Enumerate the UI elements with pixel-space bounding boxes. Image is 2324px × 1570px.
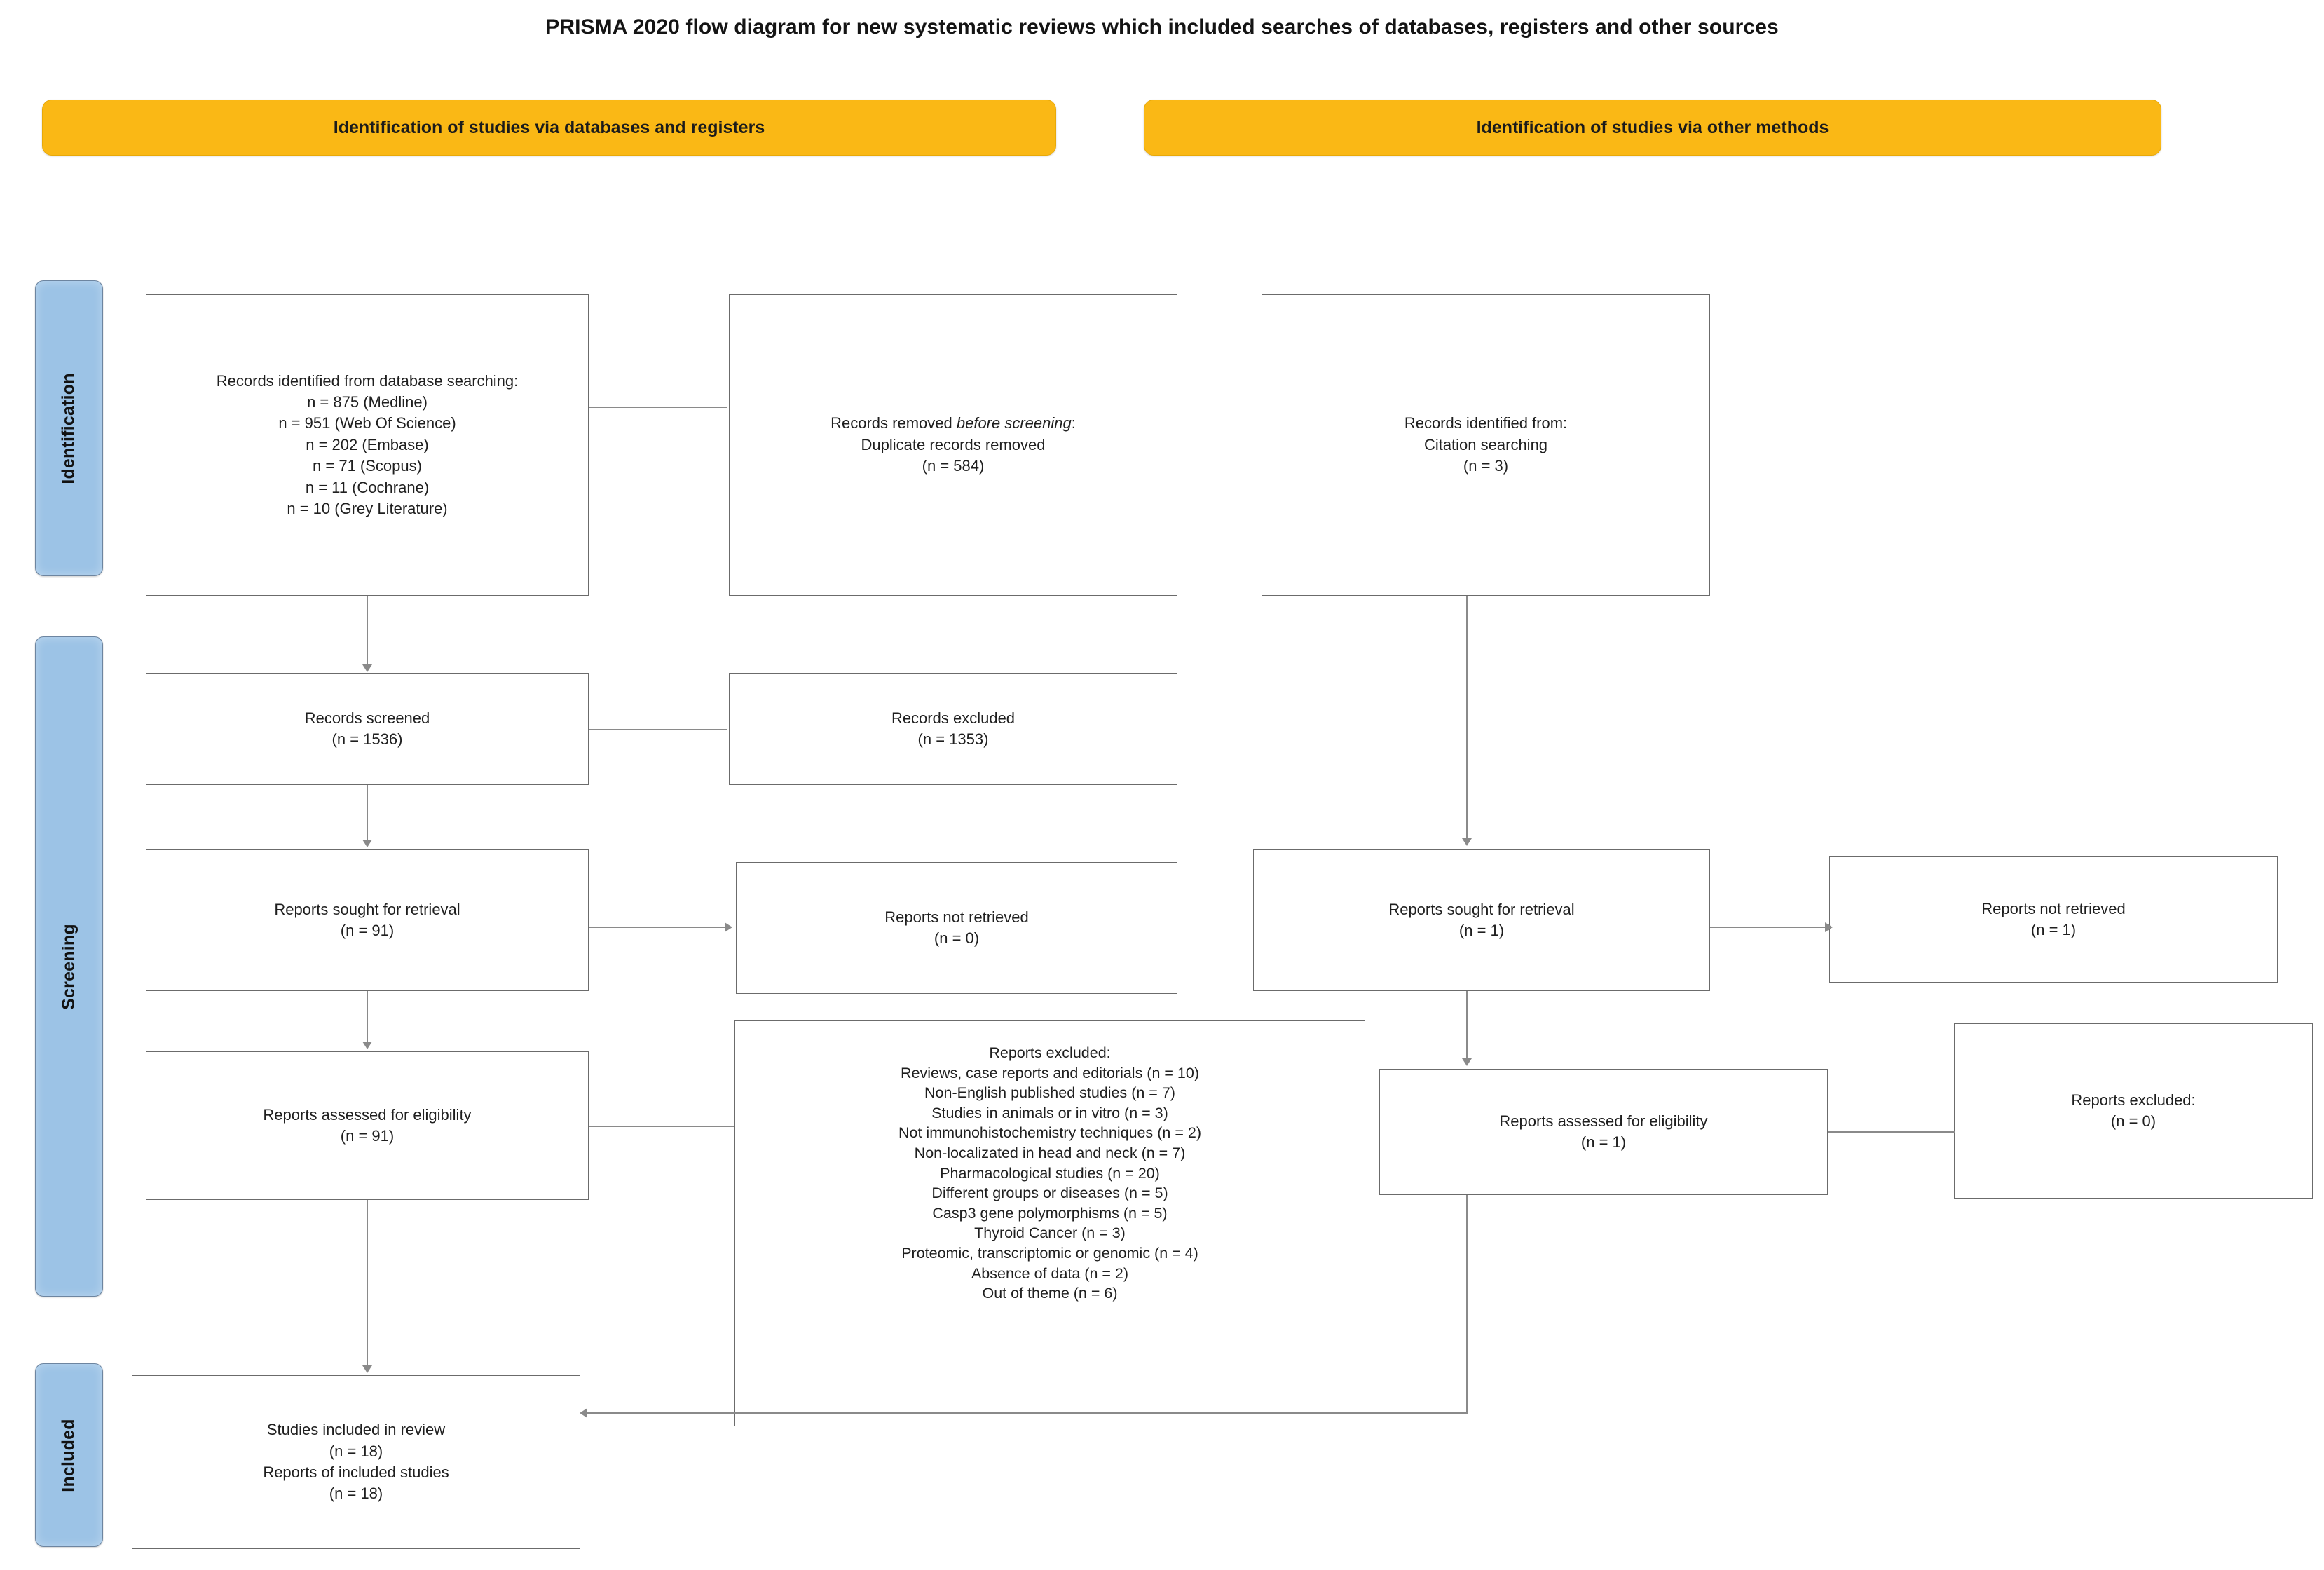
page-title: PRISMA 2020 flow diagram for new systema… [545, 15, 1779, 39]
connector-other-identified-to-sought [1466, 596, 1468, 840]
phase-included-text: Included [59, 1418, 79, 1492]
connector-other-assessed-elbow-horizontal [586, 1412, 1468, 1414]
arrowhead-other-assessed-to-included [580, 1408, 587, 1418]
banner-other-label: Identification of studies via other meth… [1476, 117, 1829, 137]
reports-excluded-other-text: Reports excluded: (n = 0) [2071, 1091, 2196, 1130]
phase-label-identification: Identification [35, 280, 103, 576]
records-excluded-text: Records excluded (n = 1353) [891, 709, 1016, 748]
box-records-identified-databases: Records identified from database searchi… [146, 294, 589, 596]
connector-other-assessed-to-excluded [1828, 1131, 1955, 1133]
connector-identified-to-removed [589, 407, 727, 408]
records-removed-text: Records removed before screening: Duplic… [737, 392, 1170, 498]
box-records-screened: Records screened (n = 1536) [146, 673, 589, 785]
box-records-removed-before-screening: Records removed before screening: Duplic… [729, 294, 1177, 596]
arrowhead-screened-to-sought [362, 840, 372, 847]
box-reports-excluded-other: Reports excluded: (n = 0) [1954, 1023, 2313, 1199]
arrowhead-identified-to-screened [362, 664, 372, 672]
arrowhead-assessed-to-included [362, 1365, 372, 1373]
connector-identified-to-screened [367, 596, 368, 666]
phase-label-included: Included [35, 1363, 103, 1547]
box-studies-included: Studies included in review (n = 18) Repo… [132, 1375, 580, 1549]
phase-screening-text: Screening [59, 923, 78, 1010]
records-identified-other-text: Records identified from: Citation search… [1404, 414, 1568, 475]
records-removed-line1b-italic: before screening [956, 414, 1072, 432]
studies-included-text: Studies included in review (n = 18) Repo… [263, 1421, 449, 1503]
reports-not-retrieved-databases-text: Reports not retrieved (n = 0) [884, 908, 1029, 947]
reports-excluded-detail-text: Reports excluded: Reviews, case reports … [898, 1044, 1201, 1302]
box-reports-sought-databases: Reports sought for retrieval (n = 91) [146, 849, 589, 991]
arrowhead-other-sought-to-assessed [1462, 1058, 1472, 1066]
records-removed-rest: Duplicate records removed (n = 584) [861, 435, 1046, 475]
phase-label-screening: Screening [35, 636, 103, 1297]
arrowhead-other-identified-to-sought [1462, 838, 1472, 846]
box-records-identified-other-methods: Records identified from: Citation search… [1262, 294, 1710, 596]
banner-other-methods: Identification of studies via other meth… [1144, 100, 2161, 156]
reports-not-retrieved-other-text: Reports not retrieved (n = 1) [1981, 899, 2126, 938]
arrowhead-sought-to-not-retrieved [725, 922, 732, 932]
connector-other-assessed-elbow-vertical [1466, 1195, 1468, 1414]
connector-assessed-to-excluded-detail [589, 1126, 734, 1127]
phase-identification-text: Identification [59, 372, 79, 484]
connector-screened-to-excluded [589, 729, 727, 730]
connector-sought-to-not-retrieved [589, 927, 726, 928]
box-reports-assessed-other: Reports assessed for eligibility (n = 1) [1379, 1069, 1828, 1195]
connector-assessed-to-included [367, 1200, 368, 1367]
records-removed-line1a: Records removed [831, 414, 957, 432]
banner-databases-and-registers: Identification of studies via databases … [42, 100, 1056, 156]
connector-sought-to-assessed [367, 991, 368, 1043]
connector-other-sought-to-not-retrieved [1710, 927, 1826, 928]
reports-sought-databases-text: Reports sought for retrieval (n = 91) [274, 900, 460, 939]
box-reports-excluded-detail: Reports excluded: Reviews, case reports … [734, 1020, 1365, 1426]
reports-assessed-databases-text: Reports assessed for eligibility (n = 91… [263, 1105, 472, 1145]
box-records-excluded: Records excluded (n = 1353) [729, 673, 1177, 785]
reports-assessed-other-text: Reports assessed for eligibility (n = 1) [1499, 1112, 1708, 1151]
banner-databases-label: Identification of studies via databases … [333, 117, 765, 137]
records-screened-text: Records screened (n = 1536) [304, 709, 430, 748]
arrowhead-other-sought-to-not-retrieved [1825, 922, 1833, 932]
box-reports-not-retrieved-other: Reports not retrieved (n = 1) [1829, 856, 2278, 983]
connector-screened-to-sought [367, 785, 368, 841]
box-reports-assessed-databases: Reports assessed for eligibility (n = 91… [146, 1051, 589, 1200]
records-identified-databases-text: Records identified from database searchi… [216, 371, 519, 517]
connector-other-sought-to-assessed [1466, 991, 1468, 1060]
box-reports-not-retrieved-databases: Reports not retrieved (n = 0) [736, 862, 1177, 994]
records-removed-line1c: : [1071, 414, 1076, 432]
box-reports-sought-other: Reports sought for retrieval (n = 1) [1253, 849, 1710, 991]
arrowhead-sought-to-assessed [362, 1042, 372, 1049]
reports-sought-other-text: Reports sought for retrieval (n = 1) [1388, 900, 1575, 939]
